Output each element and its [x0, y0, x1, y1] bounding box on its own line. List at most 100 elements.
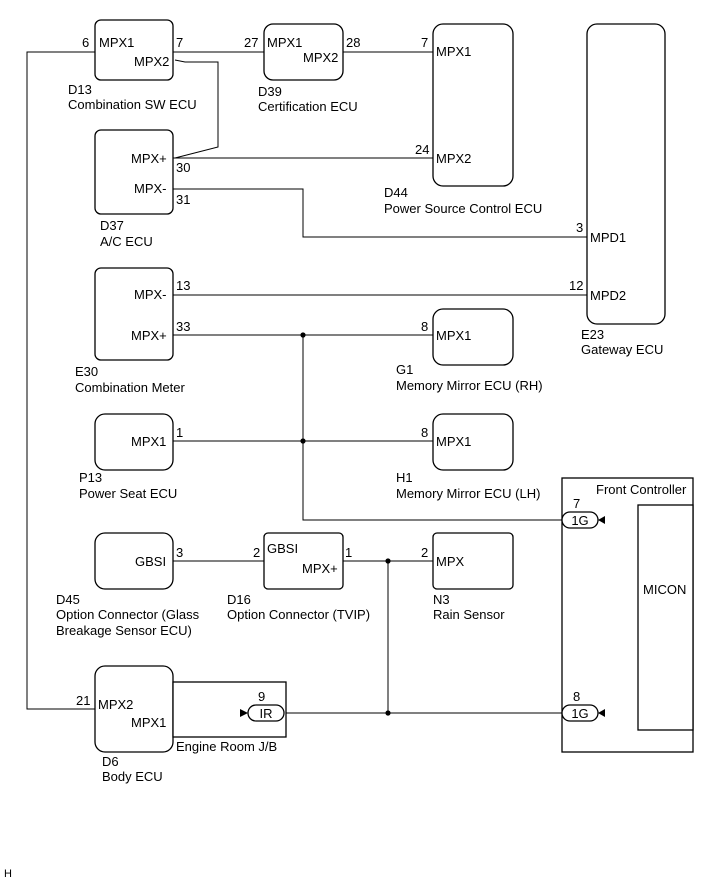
pin-name: MPD2	[590, 288, 626, 303]
pin-number: 1	[176, 425, 183, 440]
pin-number: 3	[576, 220, 583, 235]
ecu-g1-box	[432, 308, 514, 366]
front-controller-name: Front Controller	[596, 482, 687, 497]
junction-dot	[385, 558, 391, 564]
pin-name: GBSI	[267, 541, 298, 556]
wire-d13-d6-left-bus	[26, 51, 95, 710]
connector-label: IR	[260, 706, 273, 721]
pin-name: MPX2	[134, 54, 169, 69]
pin-number: 9	[258, 689, 265, 704]
ecu-name-line2: Breakage Sensor ECU)	[56, 623, 192, 638]
ecu-d37-box	[94, 129, 174, 215]
ecu-d16: GBSI MPX+ 2 1 D16 Option Connector (TVIP…	[227, 532, 370, 622]
ecu-g1: MPX1 8 G1 Memory Mirror ECU (RH)	[396, 308, 543, 393]
pin-number: 3	[176, 545, 183, 560]
pin-number: 12	[569, 278, 583, 293]
pin-name: MPX+	[131, 151, 167, 166]
pin-name: MPX-	[134, 287, 167, 302]
ecu-name: Power Source Control ECU	[384, 201, 542, 216]
ecu-name: Certification ECU	[258, 99, 358, 114]
pin-number: 7	[176, 35, 183, 50]
ecu-d39-box	[263, 23, 344, 81]
pin-number: 21	[76, 693, 90, 708]
pin-name: MPX1	[436, 44, 471, 59]
ecu-n3: MPX 2 N3 Rain Sensor	[421, 532, 514, 622]
pin-name: MPX	[436, 554, 465, 569]
ecu-name-line1: Option Connector (Glass	[56, 607, 200, 622]
ecu-code: D6	[102, 754, 119, 769]
wire-d13-d37	[174, 59, 219, 159]
pin-name: MPX1	[267, 35, 302, 50]
ecu-name: Combination SW ECU	[68, 97, 197, 112]
pin-name: MPD1	[590, 230, 626, 245]
connector-label: 1G	[571, 513, 588, 528]
front-controller: Front Controller MICON 1G 7 1G 8	[561, 477, 694, 753]
ecu-code: N3	[433, 592, 450, 607]
ecu-code: G1	[396, 362, 413, 377]
pin-number: 31	[176, 192, 190, 207]
pin-name: MPX1	[131, 434, 166, 449]
pin-name: MPX1	[131, 715, 166, 730]
arrow-head-icon	[240, 709, 248, 717]
ecu-d37: MPX+ MPX- 30 31 D37 A/C ECU	[94, 129, 190, 249]
ecu-d39: MPX1 MPX2 27 28 D39 Certification ECU	[244, 23, 360, 114]
ecu-code: E30	[75, 364, 98, 379]
arrow-head-icon	[598, 516, 605, 524]
ecu-code: H1	[396, 470, 413, 485]
ecu-name: Option Connector (TVIP)	[227, 607, 370, 622]
micon-label: MICON	[643, 582, 686, 597]
pin-number: 7	[573, 496, 580, 511]
ecu-d13-box	[94, 19, 174, 81]
pin-name: MPX1	[436, 328, 471, 343]
pin-number: 6	[82, 35, 89, 50]
ecu-d44: MPX1 MPX2 7 24 D44 Power Source Control …	[384, 23, 542, 216]
ecu-name: Power Seat ECU	[79, 486, 177, 501]
ecu-e23-box	[586, 23, 666, 325]
ecu-h1-box	[432, 413, 514, 471]
pin-name: MPX1	[99, 35, 134, 50]
arrow-head-icon	[598, 709, 605, 717]
ecu-d45: GBSI 3 D45 Option Connector (Glass Break…	[56, 532, 200, 638]
ecu-code: D13	[68, 82, 92, 97]
junction-dot	[300, 332, 306, 338]
pin-number: 7	[421, 35, 428, 50]
pin-number: 13	[176, 278, 190, 293]
junction-name: Engine Room J/B	[176, 739, 277, 754]
ecu-name: A/C ECU	[100, 234, 153, 249]
ecu-name: Memory Mirror ECU (LH)	[396, 486, 540, 501]
pin-name: GBSI	[135, 554, 166, 569]
engine-room-jb: IR 9 Engine Room J/B	[172, 681, 287, 754]
micon-box	[637, 504, 694, 731]
ecu-name: Body ECU	[102, 769, 163, 784]
ecu-name: Combination Meter	[75, 380, 185, 395]
ecu-name: Memory Mirror ECU (RH)	[396, 378, 543, 393]
ecu-name: Gateway ECU	[581, 342, 663, 357]
ecu-code: D39	[258, 84, 282, 99]
pin-name: MPX-	[134, 181, 167, 196]
ecu-code: D45	[56, 592, 80, 607]
ecu-d13: MPX1 MPX2 6 7 D13 Combination SW ECU	[68, 19, 197, 112]
junction-dot	[385, 710, 391, 716]
pin-number: 30	[176, 160, 190, 175]
pin-number: 24	[415, 142, 429, 157]
ecu-code: P13	[79, 470, 102, 485]
ecu-h1: MPX1 8 H1 Memory Mirror ECU (LH)	[396, 413, 540, 501]
wire-d37-e23	[173, 188, 587, 238]
ecu-code: D37	[100, 218, 124, 233]
pin-number: 8	[421, 425, 428, 440]
ecu-d45-box	[94, 532, 174, 590]
pin-number: 1	[345, 545, 352, 560]
corner-label: H	[4, 868, 12, 880]
pin-name: MPX2	[436, 151, 471, 166]
ecu-e30: MPX- MPX+ 13 33 E30 Combination Meter	[75, 267, 190, 395]
ecu-code: D44	[384, 185, 408, 200]
pin-name: MPX1	[436, 434, 471, 449]
ecu-code: D16	[227, 592, 251, 607]
pin-number: 2	[253, 545, 260, 560]
pin-name: MPX2	[98, 697, 133, 712]
ecu-e23: MPD1 MPD2 3 12 E23 Gateway ECU	[569, 23, 666, 357]
ecu-name: Rain Sensor	[433, 607, 505, 622]
pin-name: MPX2	[303, 50, 338, 65]
ecu-code: E23	[581, 327, 604, 342]
